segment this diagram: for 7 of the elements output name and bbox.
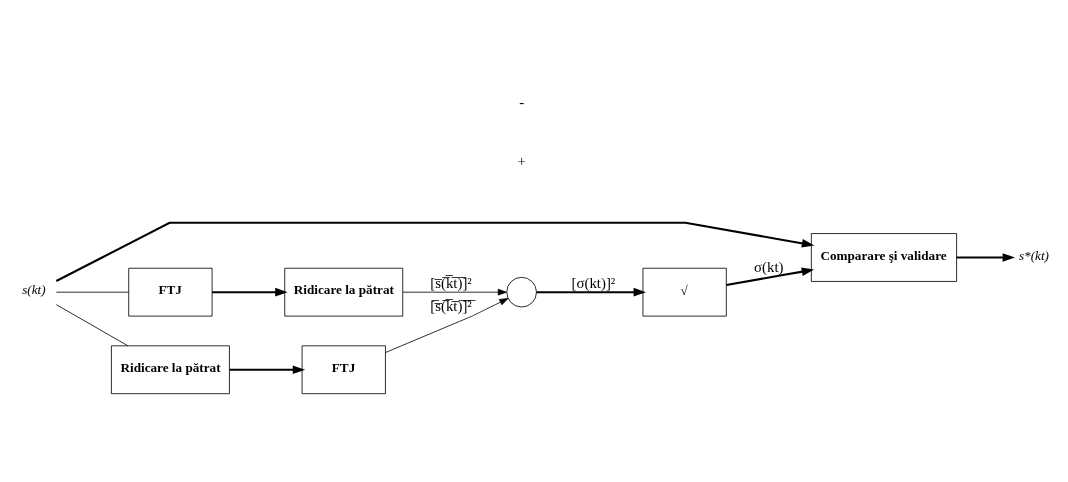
edge-label: [σ(kt)]² — [571, 274, 616, 291]
label: - — [519, 93, 525, 110]
edge-label: σ(kt) — [754, 258, 784, 275]
label: + — [517, 153, 526, 170]
edge-label: [s̅(̅k̅t̅)̅]² — [430, 274, 472, 291]
node-text: s(kt) — [22, 282, 46, 298]
node-text: s*(kt) — [1018, 247, 1049, 263]
